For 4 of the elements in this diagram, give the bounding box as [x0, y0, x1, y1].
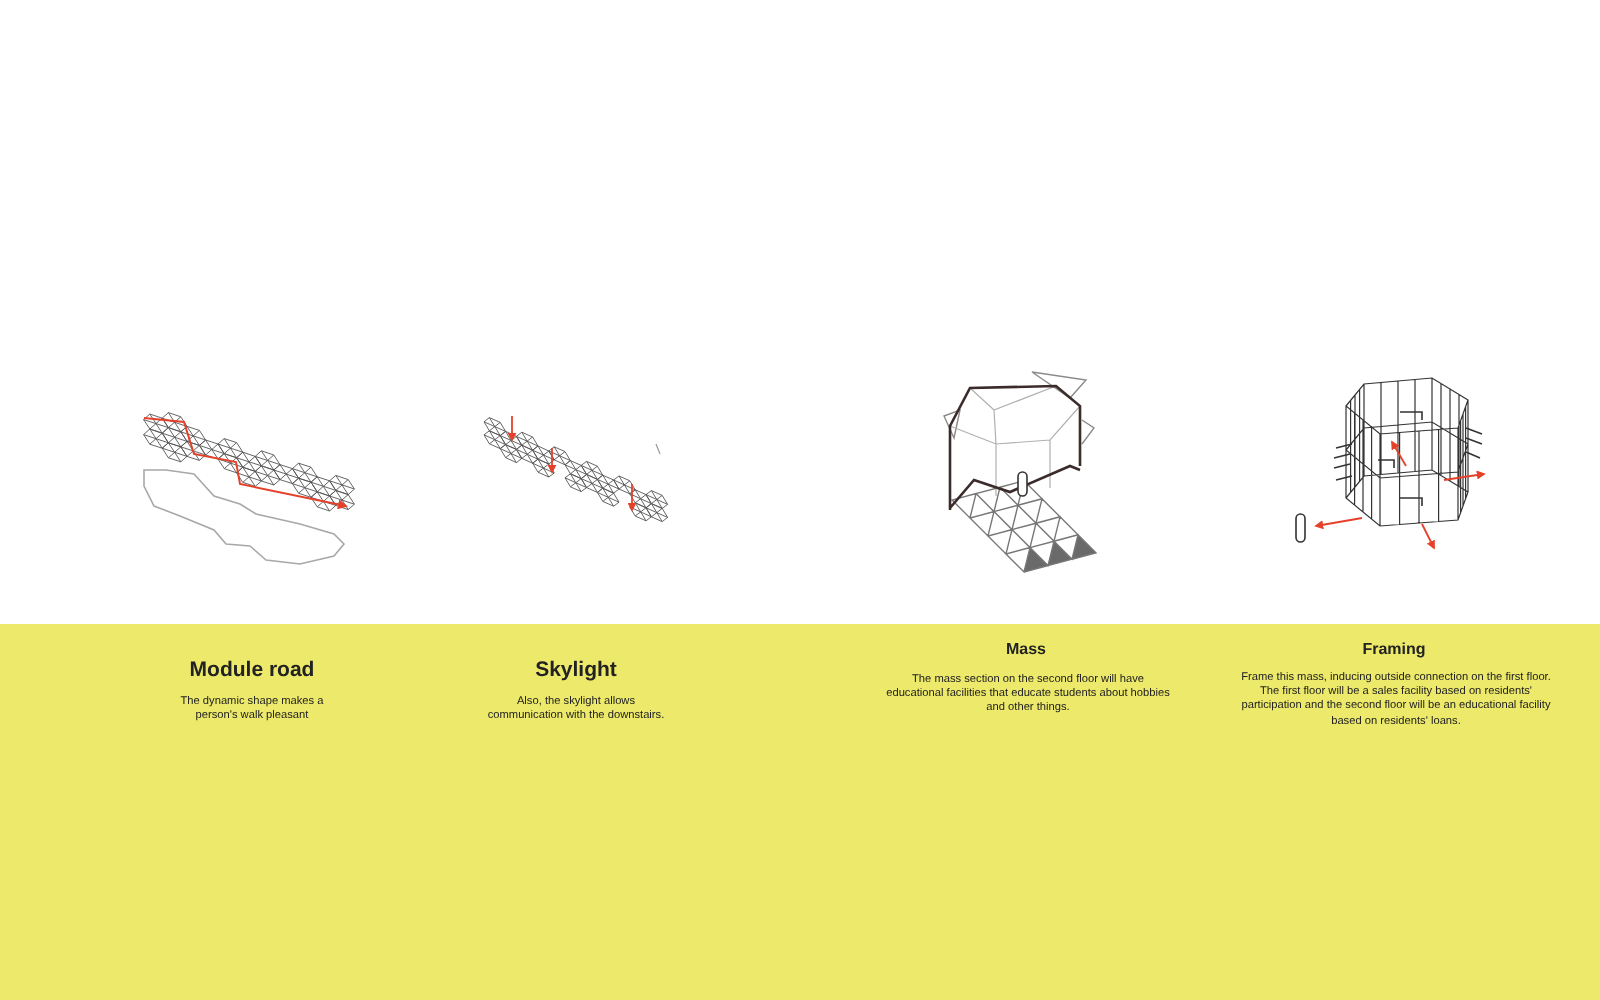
heading: Mass	[1006, 640, 1046, 658]
heading: Module road	[189, 658, 315, 682]
heading: Skylight	[535, 658, 617, 682]
heading: Framing	[1362, 640, 1426, 658]
